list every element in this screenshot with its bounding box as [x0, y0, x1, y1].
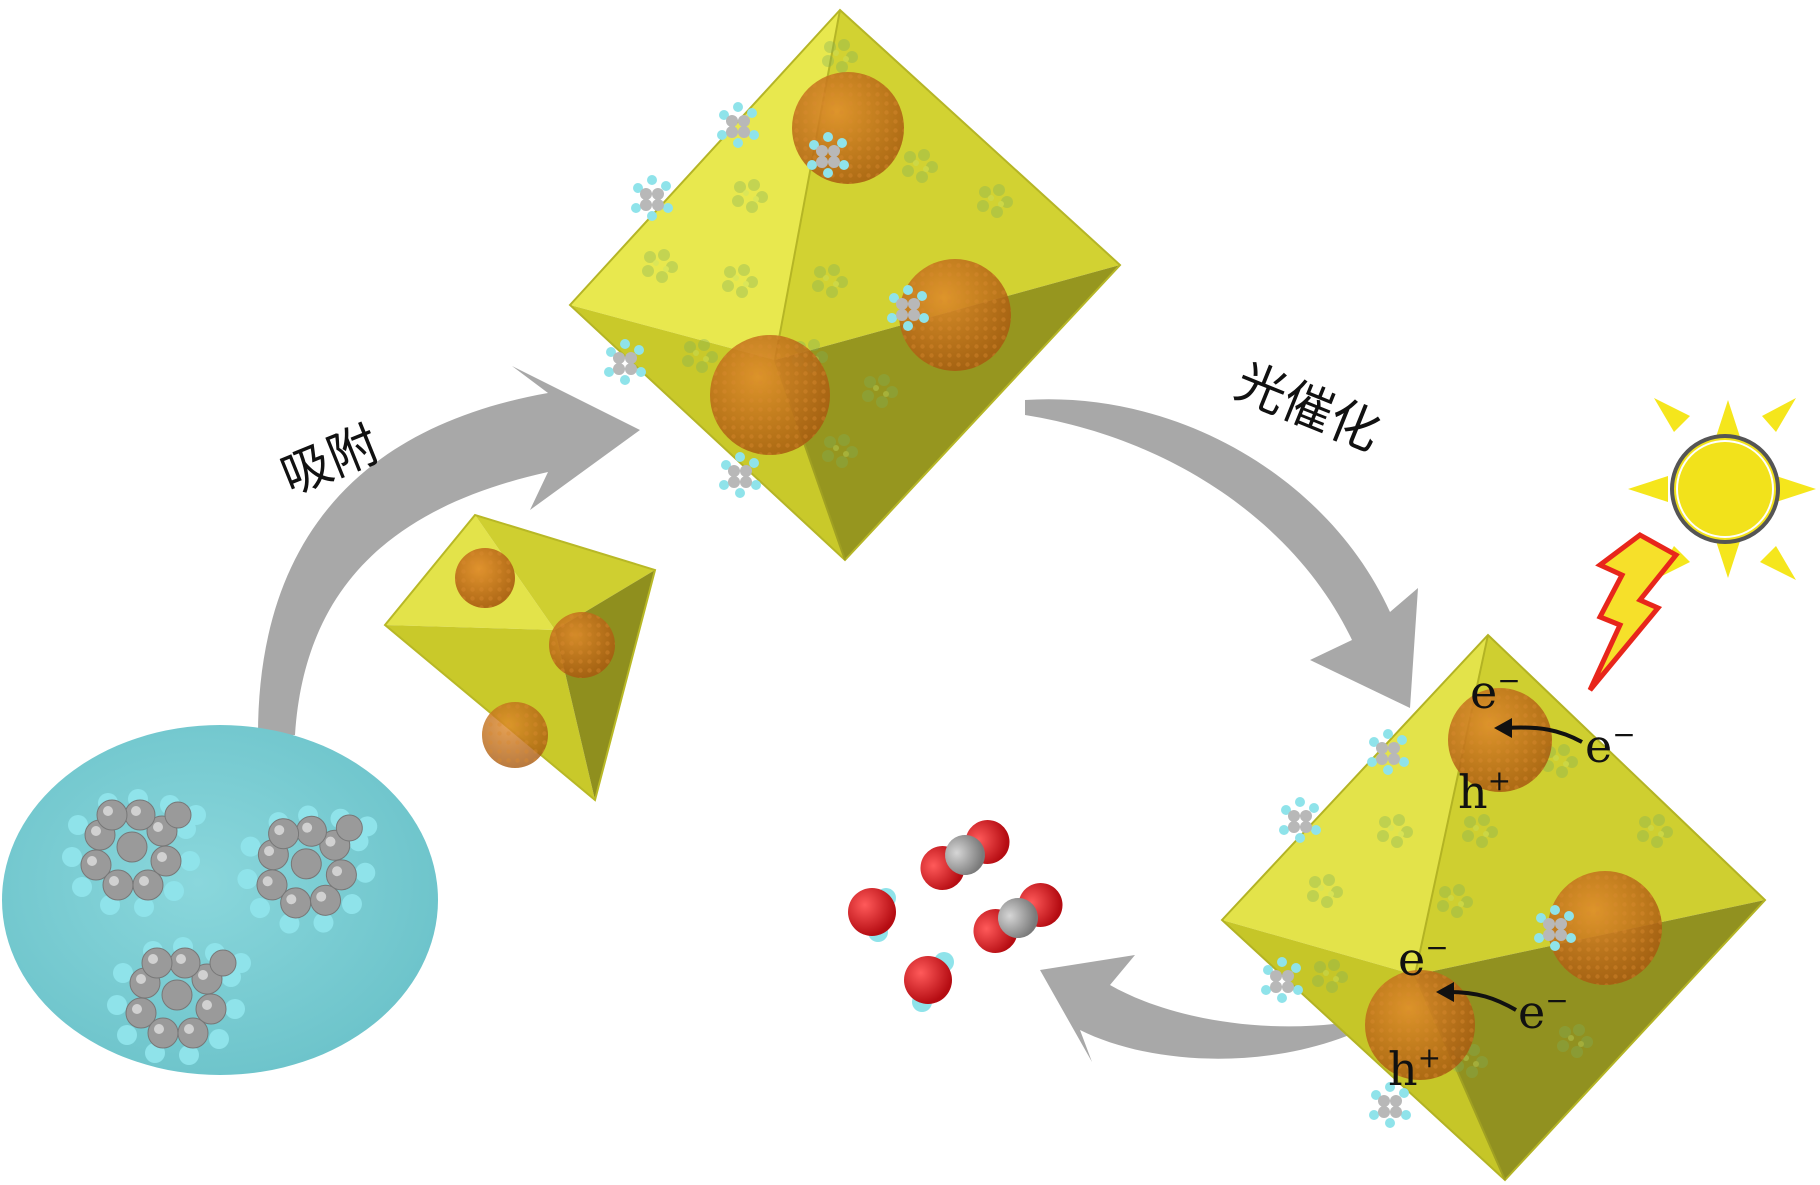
- co2-molecule-icon: [965, 875, 1070, 961]
- lightning-bolt-icon: [1590, 535, 1676, 690]
- toluene-solution: [2, 725, 438, 1075]
- electron-label: e−: [1585, 718, 1636, 773]
- large-octahedron-adsorbed: [570, 10, 1120, 560]
- water-molecule-icon: [848, 888, 896, 942]
- co2-molecule-icon: [912, 812, 1017, 898]
- small-octahedron: [385, 515, 655, 800]
- photocatalysis-label: 光催化: [1228, 352, 1389, 462]
- products: [848, 812, 1071, 1012]
- solution-ellipse: [2, 725, 438, 1075]
- water-molecule-icon: [904, 952, 954, 1012]
